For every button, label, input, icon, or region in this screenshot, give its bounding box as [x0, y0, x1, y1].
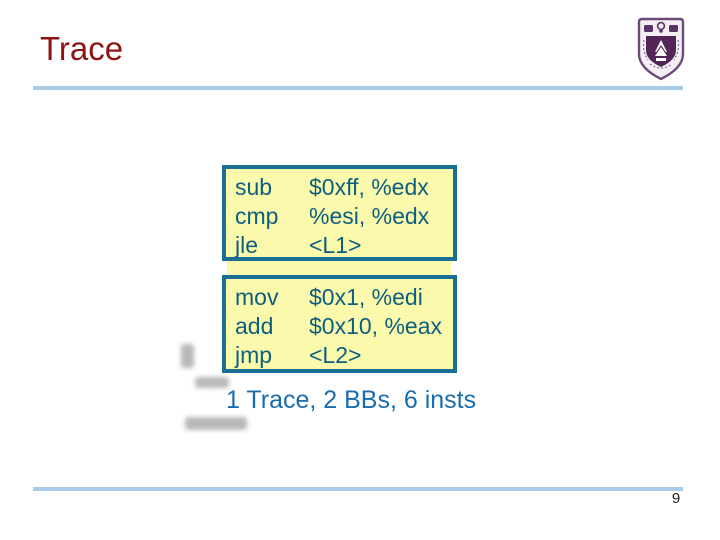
asm-operands: $0xff, %edx	[309, 174, 429, 200]
page-number: 9	[671, 490, 681, 507]
asm-opcode: cmp	[235, 203, 279, 229]
page-title: Trace	[40, 30, 124, 67]
crest-text-ring	[642, 39, 680, 69]
asm-opcode: sub	[235, 174, 273, 200]
asm-operands: <L1>	[309, 232, 362, 258]
basic-block-1: sub $0xff, %edx cmp %esi, %edx jle <L1>	[222, 165, 457, 261]
asm-opcode: add	[235, 313, 274, 339]
shadow-artifact	[181, 344, 194, 368]
asm-instruction: sub $0xff, %edx	[235, 173, 453, 202]
asm-instruction: add $0x10, %eax	[235, 312, 453, 341]
asm-opcode: mov	[235, 284, 279, 310]
shadow-artifact	[185, 417, 247, 430]
asm-instruction: jmp <L2>	[235, 341, 453, 370]
asm-operands: <L2>	[309, 342, 362, 368]
asm-instruction: jle <L1>	[235, 231, 453, 260]
basic-block-2: mov $0x1, %edi add $0x10, %eax jmp <L2>	[222, 275, 457, 373]
footer-divider-rule	[33, 487, 683, 491]
crest-top-ornaments	[644, 21, 678, 33]
trace-caption: 1 Trace, 2 BBs, 6 insts	[226, 386, 477, 414]
title-divider-rule	[33, 86, 683, 90]
asm-instruction: mov $0x1, %edi	[235, 283, 453, 312]
asm-operands: $0x10, %eax	[309, 313, 442, 339]
trace-connector	[227, 260, 451, 276]
shadow-artifact	[195, 377, 229, 388]
university-crest-logo	[637, 17, 685, 81]
asm-operands: %esi, %edx	[309, 203, 430, 229]
asm-opcode: jle	[235, 232, 259, 258]
asm-opcode: jmp	[235, 342, 273, 368]
asm-operands: $0x1, %edi	[309, 284, 423, 310]
asm-instruction: cmp %esi, %edx	[235, 202, 453, 231]
